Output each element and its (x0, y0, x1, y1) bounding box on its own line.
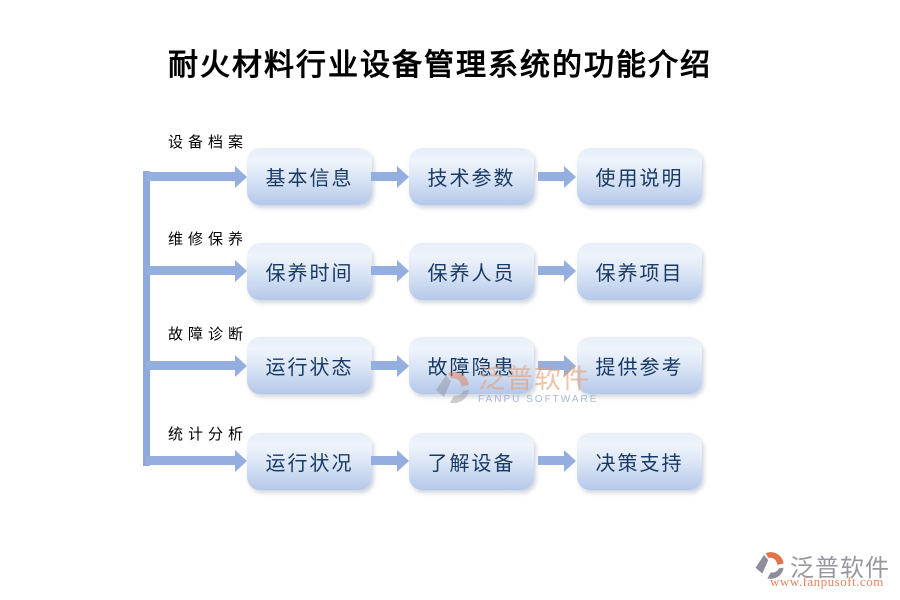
flow-box: 运行状况 (247, 433, 372, 490)
flow-box: 保养人员 (409, 243, 534, 300)
connector-vertical-line (143, 171, 150, 466)
row-label-equipment-archive: 设备档案 (168, 135, 249, 151)
row-label-statistical-analysis: 统计分析 (168, 427, 249, 443)
footer-logo: 泛普软件 www.fanpusoft.com (753, 548, 893, 592)
flow-box: 技术参数 (409, 148, 534, 205)
footer-brand: 泛普软件 (790, 556, 890, 582)
flow-box: 故障隐患 (409, 337, 534, 394)
footer-url: www.fanpusoft.com (770, 574, 884, 589)
page-title: 耐火材料行业设备管理系统的功能介绍 (168, 49, 712, 82)
flow-box: 决策支持 (577, 433, 702, 490)
flow-box: 提供参考 (577, 337, 702, 394)
flow-box: 运行状态 (247, 337, 372, 394)
row-label-fault-diagnosis: 故障诊断 (168, 327, 249, 343)
flow-box: 保养项目 (577, 243, 702, 300)
fanpu-logo-icon (755, 552, 784, 579)
flow-box: 使用说明 (577, 148, 702, 205)
flow-box: 保养时间 (247, 243, 372, 300)
flow-box: 了解设备 (409, 433, 534, 490)
row-label-maintenance: 维修保养 (168, 232, 249, 248)
watermark-subtitle: FANPU SOFTWARE (478, 394, 599, 405)
flow-box: 基本信息 (247, 148, 372, 205)
